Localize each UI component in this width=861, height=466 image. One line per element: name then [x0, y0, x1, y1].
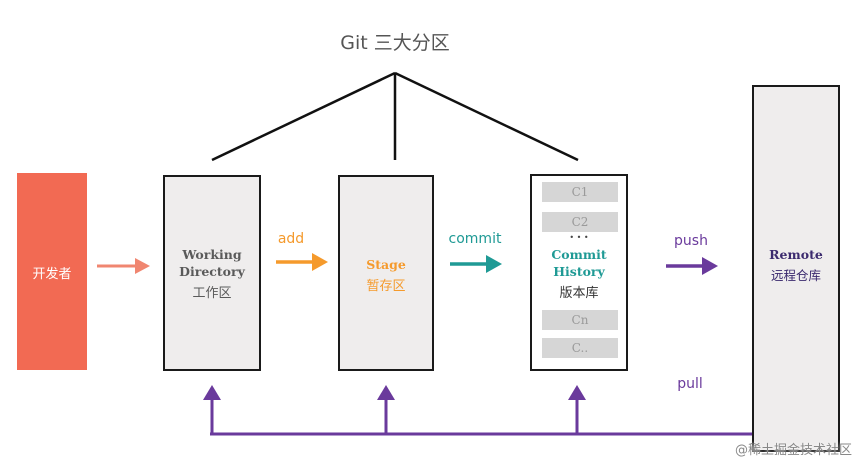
- commit-label: commit: [448, 231, 502, 247]
- stage-label-en: Stage: [366, 257, 406, 272]
- working-directory-label-en-1: Working: [182, 247, 242, 262]
- working-directory-label-zh: 工作区: [192, 286, 232, 301]
- commit-history-box: C1 C2 • • • Commit History 版本库 Cn C..: [530, 174, 628, 371]
- remote-label-en: Remote: [769, 247, 823, 262]
- title-connector-lines: [211, 71, 579, 162]
- commit-chip-c-more: C..: [542, 338, 618, 358]
- connector-to-commit-history: [394, 71, 579, 162]
- push-arrow: [666, 257, 718, 275]
- developer-box: 开发者: [17, 173, 87, 370]
- commit-chip-c2: C2: [542, 212, 618, 232]
- add-label: add: [277, 231, 305, 247]
- connector-to-working-directory: [211, 71, 396, 162]
- commit-history-label-en-2: History: [553, 264, 605, 279]
- pull-arrows: [203, 385, 752, 436]
- commit-ellipsis: • • •: [569, 233, 589, 242]
- commit-chip-cn: Cn: [542, 310, 618, 330]
- working-directory-label-en-2: Directory: [179, 264, 245, 279]
- remote-box: Remote 远程仓库: [752, 85, 840, 452]
- developer-arrow: [97, 258, 150, 274]
- stage-box: Stage 暂存区: [338, 175, 434, 371]
- commit-chip-c1: C1: [542, 182, 618, 202]
- remote-label-zh: 远程仓库: [770, 268, 821, 283]
- commit-arrow: [450, 255, 502, 273]
- developer-label: 开发者: [32, 267, 72, 282]
- pull-label: pull: [677, 376, 703, 392]
- push-label: push: [674, 233, 708, 249]
- stage-label-zh: 暂存区: [366, 279, 406, 294]
- commit-history-label-zh: 版本库: [559, 286, 599, 301]
- add-arrow: [276, 253, 328, 271]
- commit-history-label-en-1: Commit: [551, 247, 607, 262]
- working-directory-box: Working Directory 工作区: [163, 175, 261, 371]
- diagram-title: Git 三大分区: [340, 32, 450, 54]
- watermark: @稀土掘金技术社区: [734, 443, 852, 458]
